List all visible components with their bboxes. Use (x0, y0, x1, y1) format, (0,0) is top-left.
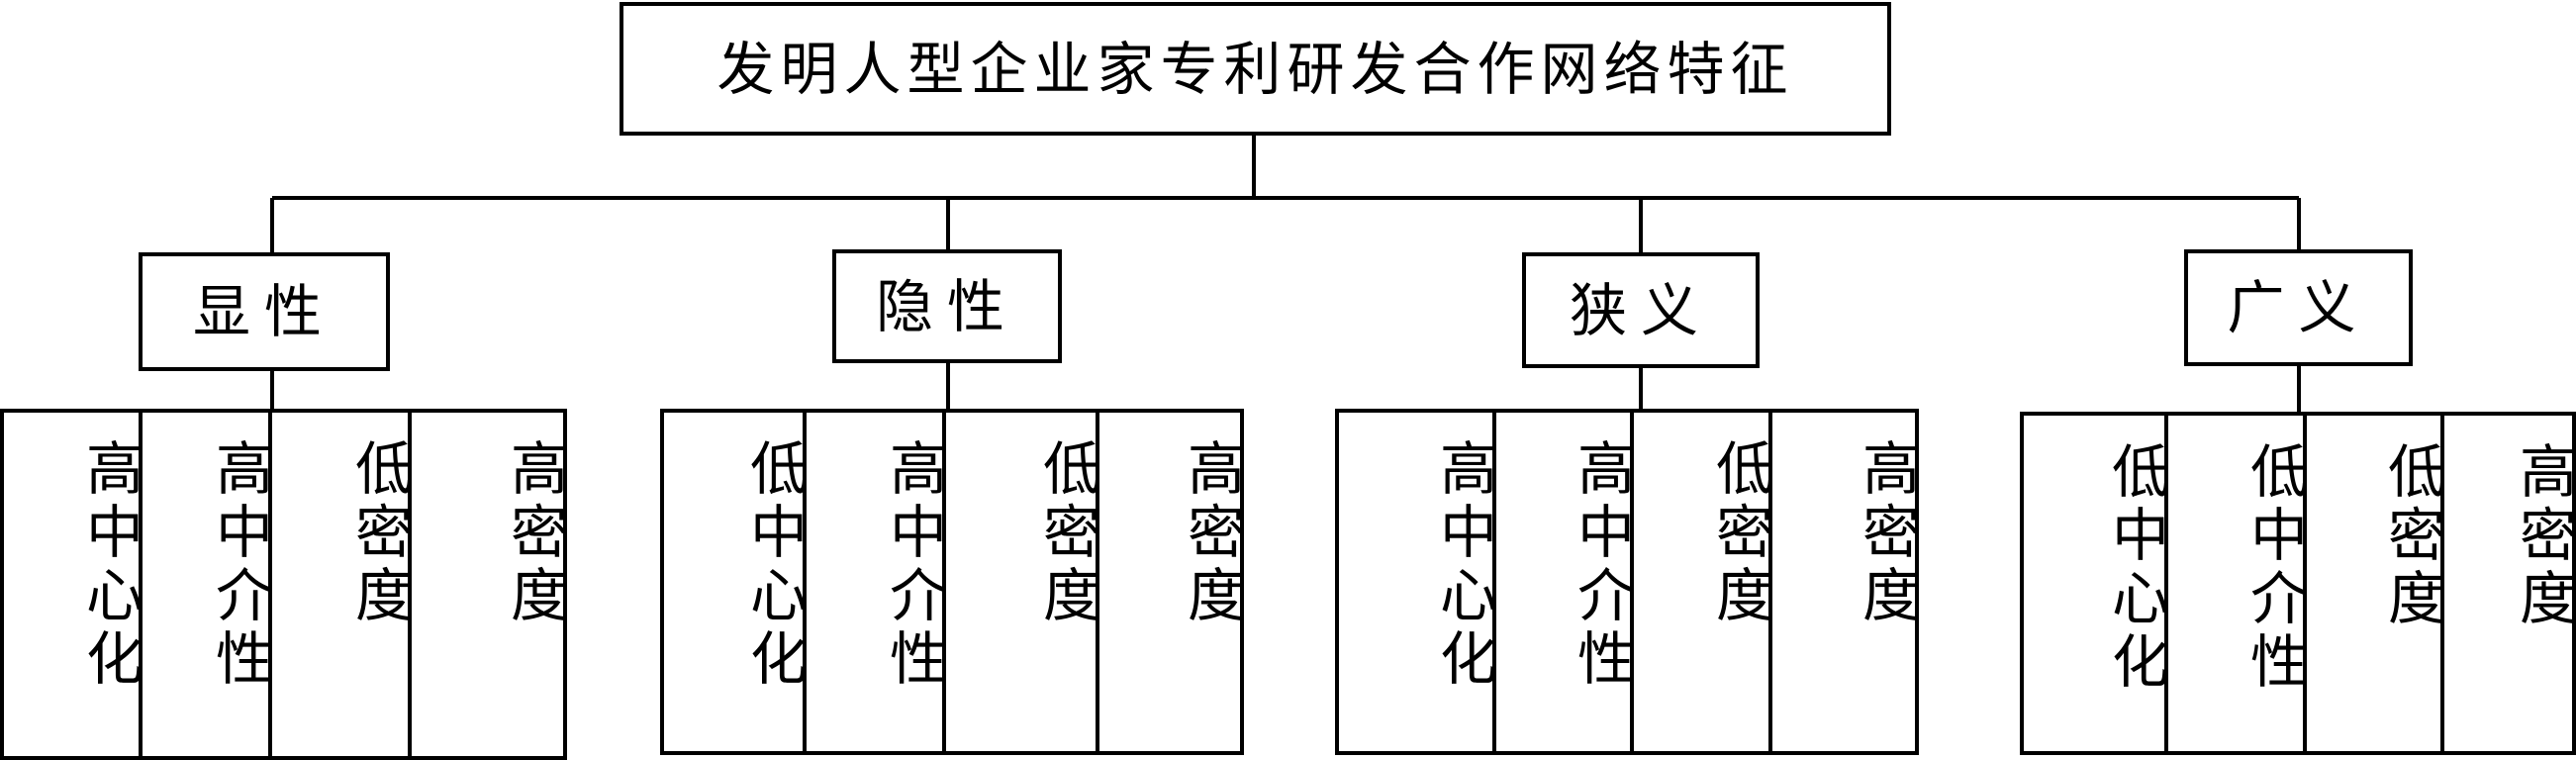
category-node-2: 隐性 (832, 249, 1062, 363)
leaf-text: 高密度 (2510, 441, 2576, 631)
leaf-text: 高中心化 (76, 438, 143, 692)
category-node-1: 显性 (139, 252, 390, 371)
leaf-text: 高中介性 (1568, 438, 1635, 692)
leaf-text: 低密度 (345, 438, 413, 628)
root-title: 发明人型企业家专利研发合作网络特征 (716, 35, 1794, 103)
leaf-row-4: 低中心化 低中介性 低密度 高密度 (2020, 412, 2576, 755)
leaf-cell: 高密度 (2444, 416, 2576, 751)
leaf-cell: 低密度 (2307, 416, 2445, 751)
leaf-text: 高密度 (501, 438, 568, 628)
leaf-text: 低密度 (2378, 441, 2445, 631)
leaf-cell: 高中心化 (4, 413, 143, 756)
category-label: 狭义 (1569, 276, 1712, 344)
leaf-cell: 低中心化 (664, 413, 808, 751)
leaf-text: 低中介性 (2241, 441, 2308, 695)
leaf-text: 高密度 (1853, 438, 1920, 628)
leaf-cell: 高密度 (1772, 413, 1920, 751)
leaf-cell: 高中介性 (807, 413, 947, 751)
category-node-4: 广义 (2184, 249, 2413, 366)
leaf-text: 高中心化 (1430, 438, 1497, 692)
leaf-cell: 高中介性 (143, 413, 273, 756)
leaf-cell: 低密度 (946, 413, 1100, 751)
leaf-text: 高中介性 (206, 438, 273, 692)
category-node-3: 狭义 (1522, 252, 1760, 368)
leaf-text: 高中介性 (880, 438, 947, 692)
category-label: 隐性 (875, 272, 1018, 340)
leaf-text: 低密度 (1706, 438, 1773, 628)
leaf-text: 低密度 (1033, 438, 1100, 628)
leaf-cell: 低密度 (1634, 413, 1773, 751)
leaf-text: 低中心化 (740, 438, 808, 692)
leaf-row-1: 高中心化 高中介性 低密度 高密度 (0, 409, 568, 760)
category-label: 广义 (2227, 274, 2370, 341)
leaf-cell: 高中心化 (1339, 413, 1497, 751)
leaf-cell: 低中心化 (2024, 416, 2169, 751)
leaf-text: 高密度 (1178, 438, 1245, 628)
leaf-text: 低中心化 (2102, 441, 2169, 695)
leaf-cell: 低中介性 (2168, 416, 2308, 751)
leaf-row-2: 低中心化 高中介性 低密度 高密度 (660, 409, 1245, 755)
leaf-cell: 高中介性 (1496, 413, 1635, 751)
leaf-row-3: 高中心化 高中介性 低密度 高密度 (1335, 409, 1920, 755)
leaf-cell: 低密度 (272, 413, 413, 756)
category-label: 显性 (192, 278, 335, 345)
root-node: 发明人型企业家专利研发合作网络特征 (620, 2, 1891, 136)
leaf-cell: 高密度 (412, 413, 568, 756)
leaf-cell: 高密度 (1099, 413, 1245, 751)
